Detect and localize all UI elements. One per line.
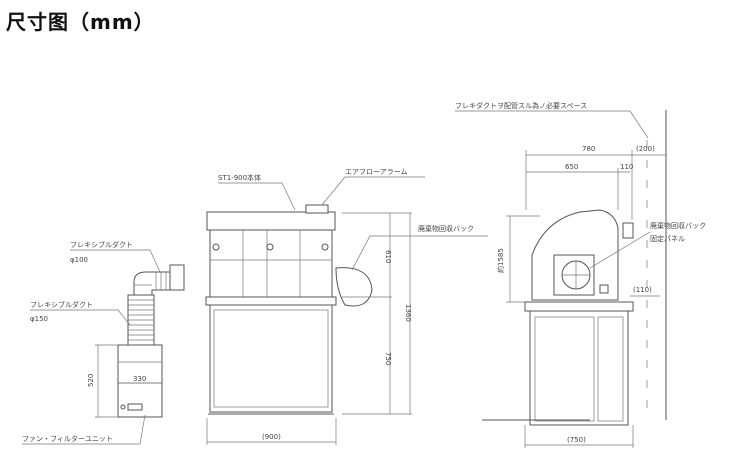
fan-filter-unit [117, 344, 163, 418]
label-waste-bag: 廃棄物回収バック [418, 224, 474, 233]
side-view [482, 209, 634, 426]
dim-side-depth: 650 [565, 163, 578, 171]
label-fan-filter-unit: ファン・フィルターユニット [22, 434, 113, 443]
label-main-body: ST1-900本体 [218, 173, 261, 182]
dim-side-small: (110) [633, 286, 652, 294]
page-title: 尺寸图（mm） [6, 10, 155, 34]
waste-bag [335, 267, 373, 307]
dim-fan-width: 330 [133, 375, 146, 383]
dim-front-total-height: 1360 [404, 304, 412, 322]
flexible-duct-150 [127, 294, 155, 346]
label-flex-duct-150: フレキシブルダクト [30, 300, 93, 309]
label-waste-bag-panel-1: 廃棄物回収バック [650, 221, 706, 230]
dim-side-offset: 110 [620, 163, 633, 171]
label-phi-100: φ100 [70, 256, 88, 264]
dim-front-width: (900) [262, 433, 281, 441]
dim-front-upper-height: 610 [384, 250, 392, 263]
dim-front-stand-height: 750 [384, 352, 392, 365]
label-waste-bag-panel-2: 固定パネル [650, 234, 685, 243]
dim-side-depth-total: 780 [582, 145, 595, 153]
flexible-duct-100 [133, 264, 185, 296]
dim-side-width: (750) [567, 436, 586, 444]
dim-fan-height: 520 [87, 374, 95, 387]
label-phi-150: φ150 [30, 315, 48, 323]
label-airflow-alarm: エアフローアラーム [345, 168, 408, 176]
label-flex-duct-100: フレキシブルダクト [70, 240, 133, 249]
dim-side-space: (200) [636, 145, 655, 153]
dim-side-height: 約1585 [496, 248, 505, 273]
label-duct-space: フレキダクトヲ配管スル為ノ必要スペース [455, 101, 587, 110]
front-view [205, 204, 337, 415]
